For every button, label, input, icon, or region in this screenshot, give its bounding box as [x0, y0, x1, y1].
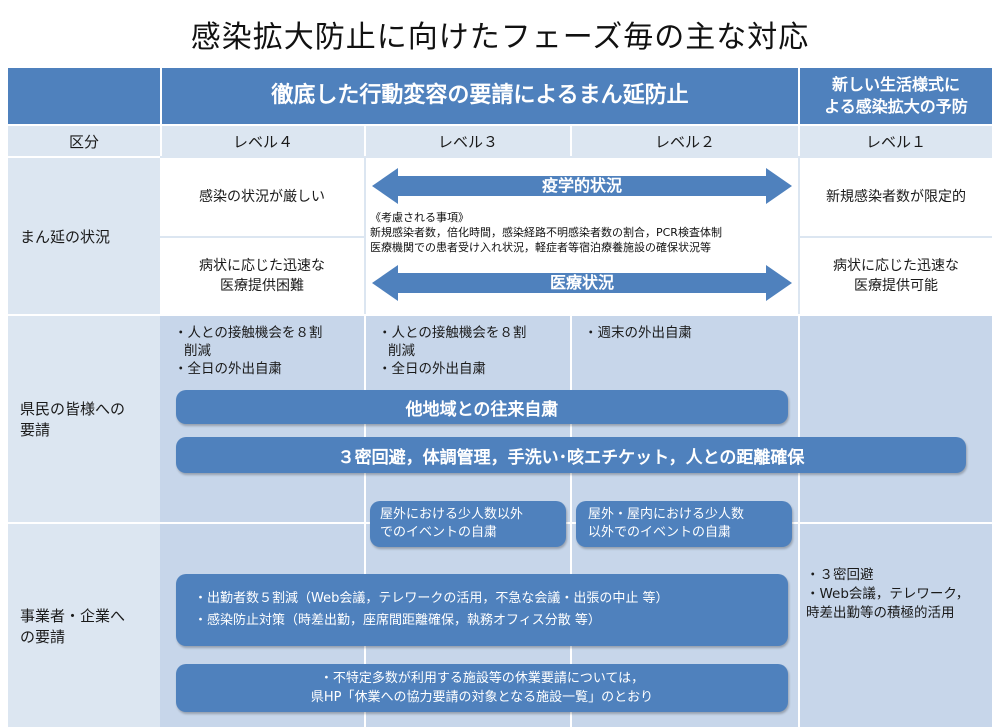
- l1-infection-cell: 新規感染者数が限定的: [798, 156, 992, 236]
- considerations-line1: 新規感染者数，倍化時間，感染経路不明感染者数の割合，PCR検査体制: [370, 226, 722, 239]
- considerations-line2: 医療機関での患者受け入れ状況，軽症者等宿泊療養施設の確保状況等: [370, 241, 711, 254]
- l1-business-item2: ・Web会議，テレワーク，: [806, 586, 970, 602]
- business-label-line2: の要請: [20, 627, 66, 646]
- business-divider-3: [798, 522, 800, 727]
- level2-cell: レベル２: [570, 124, 798, 156]
- l2-event-box: 屋外・屋内における少人数 以外でのイベントの自粛: [576, 501, 792, 547]
- l2-residents-list: ・週末の外出自粛: [574, 316, 794, 342]
- l4-medical-line2: 医療提供困難: [220, 278, 304, 294]
- business-label: 事業者・企業へ の要請: [8, 522, 160, 727]
- l3-event-box: 屋外における少人数以外 でのイベントの自粛: [370, 501, 566, 547]
- l1-medical-line1: 病状に応じた迅速な: [833, 258, 959, 274]
- header-right: 新しい生活様式に よる感染拡大の予防: [798, 68, 992, 124]
- l4-residents-item1b: 削減: [184, 343, 211, 359]
- l4-residents-item2: ・全日の外出自粛: [174, 361, 282, 377]
- l4-medical-cell: 病状に応じた迅速な 医療提供困難: [160, 236, 364, 314]
- business-measures-bar: ・出勤者数５割減（Web会議，テレワークの活用，不急な会議・出張の中止 等） ・…: [176, 574, 788, 646]
- situation-label: まん延の状況: [8, 156, 160, 314]
- residents-divider-3: [798, 314, 800, 522]
- l3-residents-list: ・人との接触機会を８割 削減 ・全日の外出自粛: [368, 316, 568, 378]
- travel-restraint-bar: 他地域との往来自粛: [176, 390, 788, 424]
- level1-cell: レベル１: [798, 124, 992, 156]
- considerations-title: 《考慮される事項》: [370, 211, 469, 224]
- residents-label-line1: 県民の皆様への: [20, 400, 126, 418]
- residents-label: 県民の皆様への 要請: [8, 314, 160, 522]
- l3-event-line2: でのイベントの自粛: [380, 525, 498, 540]
- considerations-note: 《考慮される事項》 新規感染者数，倍化時間，感染経路不明感染者数の割合，PCR検…: [370, 210, 796, 255]
- l1-business-item3: 時差出勤等の積極的活用: [806, 605, 955, 621]
- l1-medical-cell: 病状に応じた迅速な 医療提供可能: [798, 236, 992, 314]
- epidemiological-arrow-label: 疫学的状況: [541, 176, 622, 195]
- l1-medical-line2: 医療提供可能: [854, 278, 938, 294]
- l4-residents-item1a: ・人との接触機会を８割: [174, 325, 323, 341]
- header-right-line2: よる感染拡大の予防: [824, 97, 968, 116]
- facility-closure-bar: ・不特定多数が利用する施設等の休業要請については， 県HP「休業への協力要請の対…: [176, 664, 788, 712]
- business-label-line1: 事業者・企業へ: [20, 606, 126, 625]
- l4-infection-cell: 感染の状況が厳しい: [160, 156, 364, 236]
- business-measures-line2: ・感染防止対策（時差出勤，座席間距離確保，執務オフィス分散 等）: [194, 613, 601, 628]
- header-main: 徹底した行動変容の要請によるまん延防止: [160, 68, 798, 124]
- l4-medical-line1: 病状に応じた迅速な: [199, 258, 325, 274]
- kubun-cell: 区分: [8, 124, 160, 156]
- l2-event-line1: 屋外・屋内における少人数: [588, 507, 745, 522]
- page-title: 感染拡大防止に向けたフェーズ毎の主な対応: [190, 20, 810, 55]
- level4-cell: レベル４: [160, 124, 364, 156]
- l1-business-item1: ・３密回避: [806, 567, 874, 583]
- l1-business-list: ・３密回避 ・Web会議，テレワーク， 時差出勤等の積極的活用: [806, 566, 992, 623]
- l2-residents-item1: ・週末の外出自粛: [584, 325, 692, 341]
- l2-event-line2: 以外でのイベントの自粛: [588, 525, 732, 540]
- l4-residents-list: ・人との接触機会を８割 削減 ・全日の外出自粛: [164, 316, 362, 378]
- medical-arrow-label: 医療状況: [549, 273, 614, 292]
- facility-closure-line2: 県HP「休業への協力要請の対象となる施設一覧」のとおり: [310, 690, 654, 705]
- medical-arrow: [372, 265, 792, 301]
- header-blank-cell: [8, 68, 160, 124]
- residents-label-line2: 要請: [20, 421, 51, 439]
- epidemiological-arrow: [372, 168, 792, 204]
- level3-cell: レベル３: [364, 124, 570, 156]
- l3-residents-item1a: ・人との接触機会を８割: [378, 325, 527, 341]
- l3-event-line1: 屋外における少人数以外: [380, 507, 524, 522]
- l3-residents-item1b: 削減: [388, 343, 415, 359]
- basic-measures-bar: ３密回避，体調管理，手洗い･咳エチケット，人との距離確保: [176, 437, 966, 473]
- header-right-line1: 新しい生活様式に: [831, 75, 960, 94]
- business-measures-line1: ・出勤者数５割減（Web会議，テレワークの活用，不急な会議・出張の中止 等）: [194, 591, 669, 606]
- l3-residents-item2: ・全日の外出自粛: [378, 361, 486, 377]
- facility-closure-line1: ・不特定多数が利用する施設等の休業要請については，: [319, 671, 645, 686]
